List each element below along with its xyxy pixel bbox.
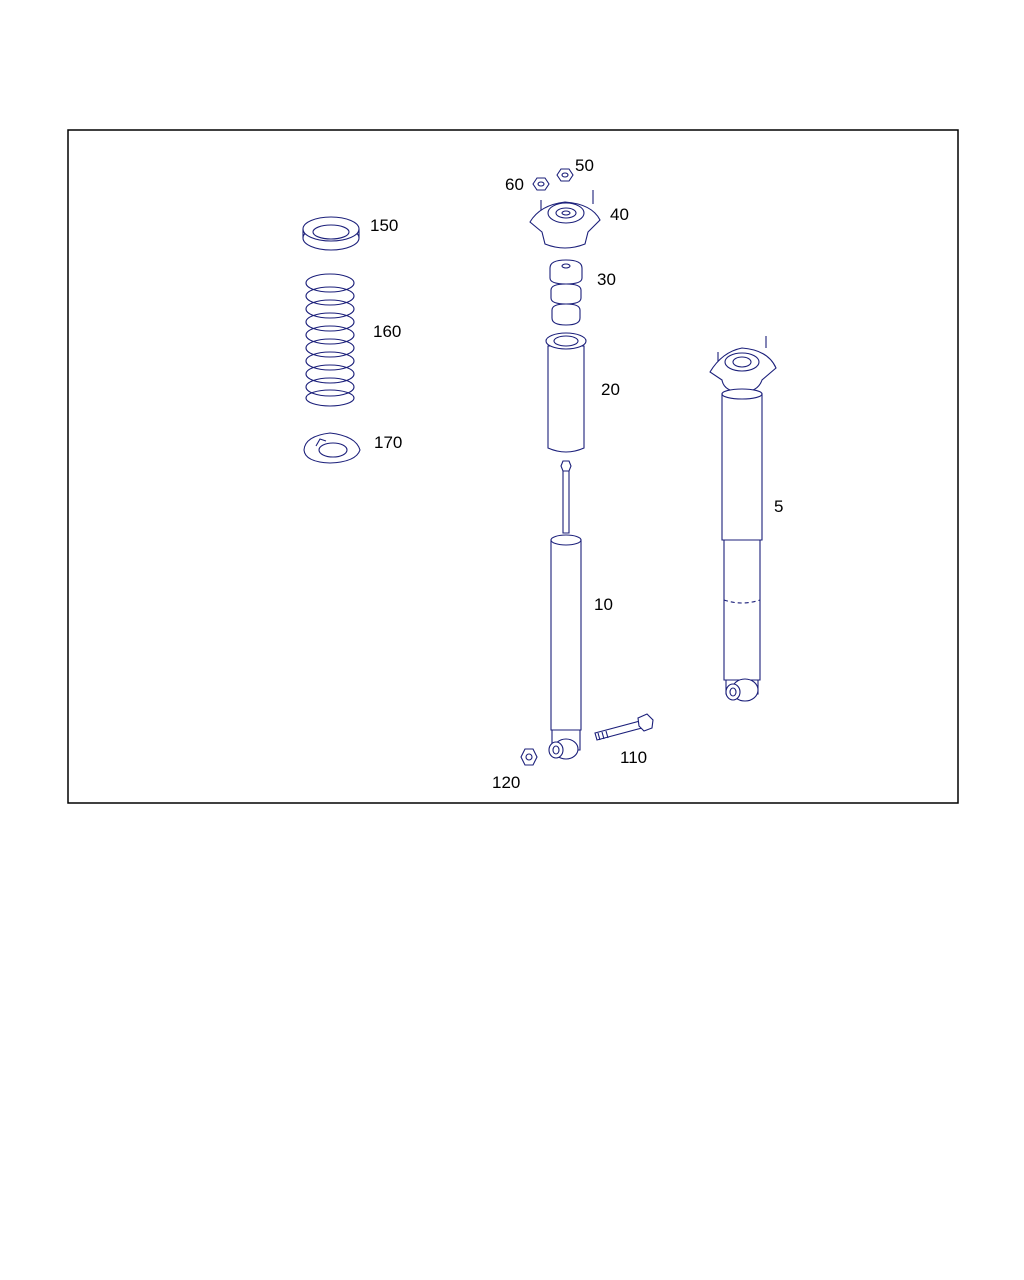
- label-150: 150: [370, 216, 398, 235]
- spring-pad-part[interactable]: [302, 216, 360, 251]
- label-10: 10: [594, 595, 613, 614]
- label-60: 60: [505, 175, 524, 194]
- label-40: 40: [610, 205, 629, 224]
- label-160: 160: [373, 322, 401, 341]
- shock-assembly-part[interactable]: [709, 336, 777, 702]
- coil-spring-part[interactable]: [305, 273, 355, 407]
- label-120: 120: [492, 773, 520, 792]
- diagram-frame: [67, 129, 959, 804]
- lower-spring-seat-part[interactable]: [303, 432, 361, 464]
- shock-absorber-part[interactable]: [548, 460, 582, 760]
- nut-part-50[interactable]: [556, 168, 574, 182]
- nut-part-120[interactable]: [520, 748, 538, 766]
- label-170: 170: [374, 433, 402, 452]
- bump-stop-part[interactable]: [549, 259, 583, 326]
- label-5: 5: [774, 497, 783, 516]
- bolt-part[interactable]: [594, 713, 654, 741]
- nut-part-60[interactable]: [532, 177, 550, 191]
- dust-boot-part[interactable]: [545, 332, 587, 453]
- top-mount-part[interactable]: [529, 190, 601, 249]
- label-30: 30: [597, 270, 616, 289]
- label-50: 50: [575, 156, 594, 175]
- label-20: 20: [601, 380, 620, 399]
- label-110: 110: [620, 748, 647, 767]
